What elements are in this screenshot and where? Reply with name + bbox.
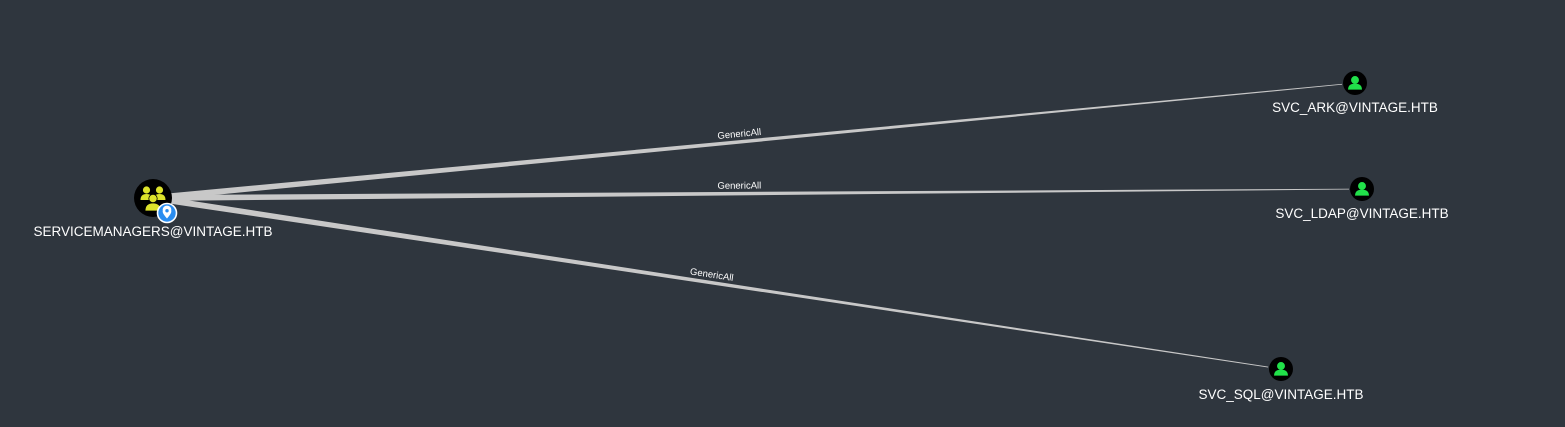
edge-svc_ldap[interactable]: GenericAll — [162, 180, 1350, 201]
edge-svc_sql[interactable]: GenericAll — [162, 196, 1269, 368]
edge-line[interactable] — [162, 196, 1269, 368]
node-svc-ldap[interactable]: SVC_LDAP@VINTAGE.HTB — [1275, 177, 1449, 221]
node-label[interactable]: SERVICEMANAGERS@VINTAGE.HTB — [34, 224, 273, 239]
edge-line[interactable] — [162, 188, 1350, 201]
user-icon — [1269, 357, 1293, 381]
node-svc-ark[interactable]: SVC_ARK@VINTAGE.HTB — [1272, 71, 1438, 115]
node-servicemanagers[interactable]: SERVICEMANAGERS@VINTAGE.HTB — [34, 179, 273, 239]
edge-label[interactable]: GenericAll — [717, 127, 762, 142]
user-icon — [1350, 177, 1374, 201]
edge-line[interactable] — [162, 83, 1343, 201]
location-pin-icon — [156, 202, 178, 224]
user-icon — [1343, 71, 1367, 95]
node-label[interactable]: SVC_LDAP@VINTAGE.HTB — [1275, 206, 1448, 221]
edge-svc_ark[interactable]: GenericAll — [162, 83, 1343, 201]
node-svc-sql[interactable]: SVC_SQL@VINTAGE.HTB — [1199, 357, 1364, 402]
node-label[interactable]: SVC_SQL@VINTAGE.HTB — [1199, 387, 1364, 402]
users-group-icon — [134, 179, 172, 217]
node-label[interactable]: SVC_ARK@VINTAGE.HTB — [1272, 100, 1438, 115]
nodes-layer: SERVICEMANAGERS@VINTAGE.HTB SVC_ARK@VINTA… — [34, 71, 1449, 402]
edge-label[interactable]: GenericAll — [717, 180, 761, 191]
